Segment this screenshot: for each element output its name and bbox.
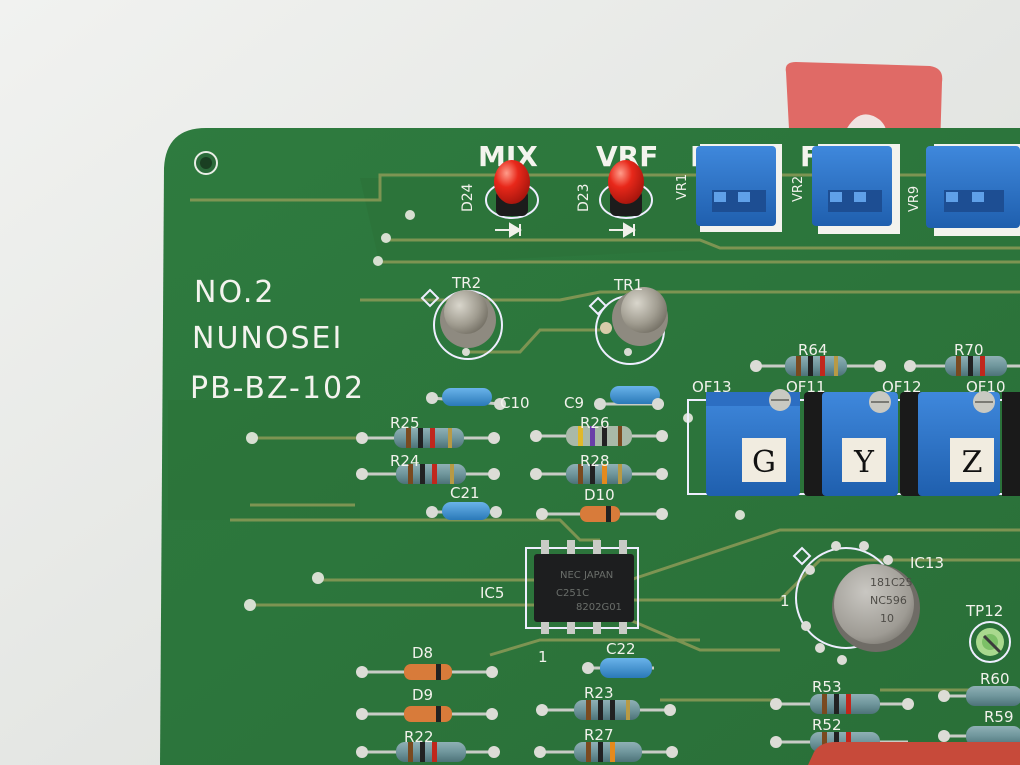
- label-r28: R28: [580, 452, 610, 470]
- resistor-r60: R60: [938, 670, 1020, 706]
- label-c9: C9: [564, 394, 584, 412]
- filter-label-z: Z: [962, 445, 983, 480]
- resistor-r25: R25: [356, 414, 500, 448]
- led-mix: D24: [460, 160, 539, 238]
- label-c10: C10: [500, 394, 530, 412]
- board-label-line2: NUNOSEI: [192, 321, 343, 356]
- label-r59: R59: [984, 708, 1014, 726]
- label-ic13: IC13: [910, 554, 944, 572]
- label-d23: D23: [576, 183, 592, 212]
- label-ic5: IC5: [480, 584, 504, 602]
- filter-z: Z: [900, 391, 1000, 496]
- label-r27: R27: [584, 726, 614, 744]
- label-r23: R23: [584, 684, 614, 702]
- pcb-traces: [190, 173, 1020, 702]
- label-of10: OF10: [966, 378, 1006, 396]
- resistor-r64: R64: [750, 341, 886, 376]
- resistor-r70: R70: [904, 341, 1020, 376]
- diode-d9: D9: [356, 686, 498, 722]
- label-pin1b: 1: [780, 592, 790, 610]
- label-tr1: TR1: [613, 276, 643, 294]
- ic13-can: 181C25 NC596 10 IC13 1: [780, 541, 944, 665]
- ic5-chip: NEC JAPAN C251C 8202G01 IC5 1: [480, 540, 639, 666]
- label-r52: R52: [812, 716, 842, 734]
- label-r22: R22: [404, 728, 434, 746]
- vias: [244, 210, 745, 611]
- label-of13: OF13: [692, 378, 732, 396]
- capacitor-c10: C10: [426, 388, 530, 412]
- ic5-text-2: C251C: [556, 588, 589, 599]
- transistor-tr2: TR2: [420, 274, 503, 360]
- filter-label-y: Y: [853, 445, 875, 480]
- ic13-text-3: 10: [880, 612, 894, 625]
- trimmer-vr1[interactable]: VR1: [675, 144, 782, 232]
- resistor-r23: R23: [536, 684, 676, 720]
- resistor-r28: R28: [530, 452, 668, 484]
- label-tr2: TR2: [451, 274, 481, 292]
- label-tp12: TP12: [965, 602, 1003, 620]
- label-vr1: VR1: [675, 174, 690, 200]
- label-r60: R60: [980, 670, 1010, 688]
- label-vr9: VR9: [907, 186, 922, 212]
- label-r26: R26: [580, 414, 610, 432]
- board-label-line3: PB-BZ-102: [190, 371, 365, 406]
- label-r24: R24: [390, 452, 420, 470]
- label-vr2: VR2: [791, 176, 806, 202]
- ic5-text-1: NEC JAPAN: [560, 570, 613, 581]
- label-r70: R70: [954, 341, 984, 359]
- board-label-line1: NO.2: [194, 275, 275, 310]
- label-d24: D24: [460, 183, 476, 212]
- label-r25: R25: [390, 414, 420, 432]
- capacitor-c22: C22: [582, 640, 654, 678]
- label-r53: R53: [812, 678, 842, 696]
- resistor-r24: R24: [356, 452, 500, 484]
- diode-d8: D8: [356, 644, 498, 680]
- ic13-text-1: 181C25: [870, 576, 913, 589]
- label-r64: R64: [798, 341, 828, 359]
- diode-d10: D10: [536, 486, 668, 522]
- resistor-r26: R26: [530, 414, 668, 446]
- ic5-text-3: 8202G01: [576, 602, 622, 613]
- trimmer-vr2[interactable]: VR2: [791, 144, 900, 234]
- red-capacitor: [808, 742, 1020, 765]
- label-d10: D10: [584, 486, 615, 504]
- transistor-tr1: TR1: [588, 276, 668, 365]
- capacitor-c9: C9: [564, 386, 664, 412]
- label-c22: C22: [606, 640, 636, 658]
- capacitor-c21: C21: [426, 484, 502, 520]
- filter-label-g: G: [752, 445, 776, 480]
- filter-y: Y: [804, 391, 898, 496]
- ic13-text-2: NC596: [870, 594, 907, 607]
- label-d9: D9: [412, 686, 433, 704]
- label-d8: D8: [412, 644, 433, 662]
- resistor-r22: R22: [356, 728, 500, 762]
- trimmer-vr9[interactable]: VR9: [907, 144, 1020, 236]
- resistor-r53: R53: [770, 678, 914, 714]
- label-of12: OF12: [882, 378, 922, 396]
- test-point-tp12[interactable]: TP12: [965, 602, 1011, 663]
- resistor-r59: R59: [938, 708, 1020, 746]
- label-of11: OF11: [786, 378, 826, 396]
- filter-g: G: [706, 389, 800, 496]
- led-vrf: D23: [576, 160, 653, 238]
- resistor-r27: R27: [534, 726, 678, 762]
- label-pin1: 1: [538, 648, 548, 666]
- label-c21: C21: [450, 484, 480, 502]
